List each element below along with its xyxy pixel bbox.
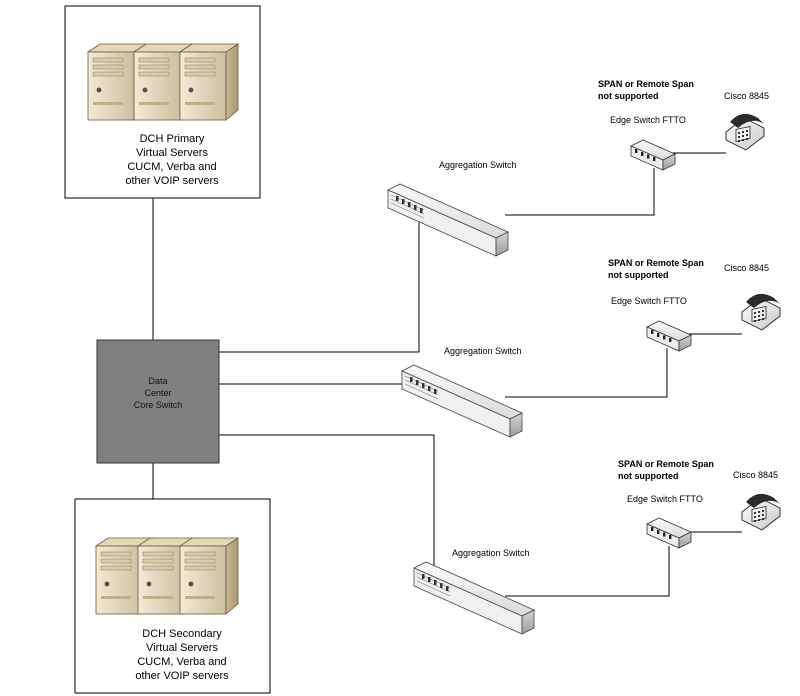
ip-phone-icon (725, 113, 765, 151)
aggregation-switch-icon (387, 183, 509, 257)
edge-switch-icon (646, 320, 692, 352)
aggregation-switch-icon (401, 364, 523, 438)
secondary-server-stack-icon (95, 537, 239, 615)
core-switch: Data Center Core Switch (96, 339, 220, 464)
primary-server-stack-icon (87, 43, 239, 121)
core-label-line-3: Core Switch (134, 400, 183, 410)
span-note-line-2: not supported (608, 270, 669, 280)
primary-label-line-4: other VOIP servers (125, 175, 219, 187)
primary-server-box: DCH Primary Virtual Servers CUCM, Verba … (64, 5, 261, 199)
primary-label-line-1: DCH Primary (140, 133, 205, 145)
link-core-agg3 (204, 434, 435, 570)
phone-model-label: Cisco 8845 (724, 91, 769, 101)
secondary-label-line-3: CUCM, Verba and (137, 656, 226, 668)
aggregation-label: Aggregation Switch (444, 346, 522, 356)
link-agg2-edge2 (505, 348, 668, 398)
link-agg3-edge3 (505, 546, 670, 597)
ip-phone-icon (741, 293, 781, 331)
aggregation-switch-icon (413, 561, 535, 635)
ip-phone-icon (741, 493, 781, 531)
edge-switch-label: Edge Switch FTTO (627, 494, 703, 504)
connection-lines (152, 152, 742, 597)
edge-switch-label: Edge Switch FTTO (611, 296, 687, 306)
span-note-line-2: not supported (598, 91, 659, 101)
span-note-line-1: SPAN or Remote Span (618, 459, 714, 469)
edge-switch-icon (646, 517, 692, 549)
core-label-line-2: Center (144, 388, 171, 398)
primary-label-line-3: CUCM, Verba and (127, 161, 216, 173)
branch-1: Aggregation Switch Edge Switch FTTO SPAN… (387, 79, 769, 257)
aggregation-label: Aggregation Switch (452, 548, 530, 558)
phone-model-label: Cisco 8845 (724, 263, 769, 273)
span-note-line-1: SPAN or Remote Span (608, 258, 704, 268)
core-label-line-1: Data (148, 376, 167, 386)
primary-label-line-2: Virtual Servers (136, 147, 208, 159)
edge-switch-icon (630, 139, 676, 171)
aggregation-label: Aggregation Switch (439, 160, 517, 170)
link-core-agg1 (204, 214, 420, 353)
secondary-server-box: DCH Secondary Virtual Servers CUCM, Verb… (74, 498, 271, 694)
span-note-line-1: SPAN or Remote Span (598, 79, 694, 89)
secondary-label-line-2: Virtual Servers (146, 642, 218, 654)
phone-model-label: Cisco 8845 (733, 470, 778, 480)
secondary-label-line-1: DCH Secondary (142, 628, 222, 640)
edge-switch-label: Edge Switch FTTO (610, 115, 686, 125)
branch-3: Aggregation Switch Edge Switch FTTO SPAN… (413, 459, 781, 635)
span-note-line-2: not supported (618, 471, 679, 481)
branch-2: Aggregation Switch Edge Switch FTTO SPAN… (401, 258, 781, 438)
core-switch-box (96, 339, 220, 464)
secondary-label-line-4: other VOIP servers (135, 670, 229, 682)
link-agg1-edge1 (505, 168, 655, 216)
